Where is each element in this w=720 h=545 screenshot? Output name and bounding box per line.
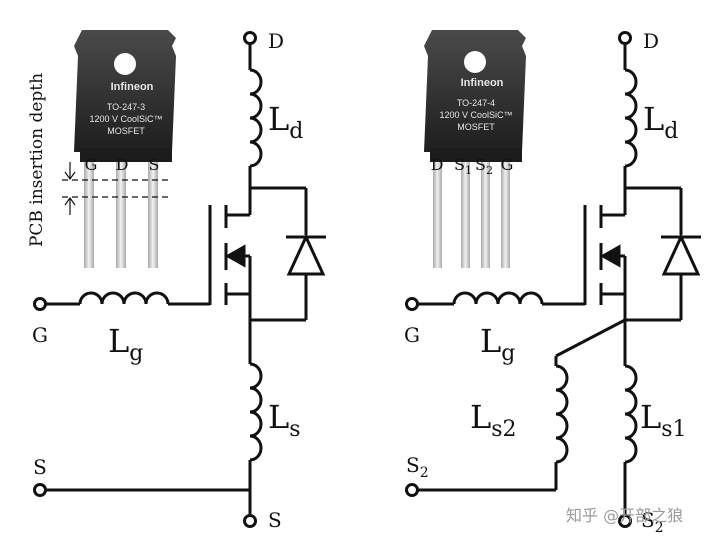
pin-label-d: D <box>116 155 129 174</box>
package-brand: Infineon <box>461 77 504 89</box>
pin-label-g: G <box>501 155 514 174</box>
package-voltage-label: 1200 V CoolSiC™ <box>439 110 512 120</box>
gate-terminal-label: G <box>32 323 48 347</box>
package-type-label: TO-247-3 <box>107 102 145 112</box>
to247-4-circuit: Infineon TO-247-4 1200 V CoolSiC™ MOSFET… <box>404 29 701 536</box>
to247-3-circuit: Infineon TO-247-3 1200 V CoolSiC™ MOSFET… <box>27 29 326 532</box>
drain-inductor <box>624 68 638 168</box>
source-terminal-bottom <box>243 514 257 528</box>
source-inductor-label: Ls <box>268 398 301 442</box>
pin-label-g: G <box>85 155 98 174</box>
package-voltage-label: 1200 V CoolSiC™ <box>89 114 162 124</box>
drain-terminal <box>243 31 257 45</box>
kelvin-source-terminal-label: S2 <box>406 453 429 481</box>
body-diode <box>625 186 701 322</box>
pin-label-s2: S2 <box>475 155 493 177</box>
drain-terminal-label: D <box>268 29 284 53</box>
power-source-inductor <box>624 364 638 464</box>
kelvin-source-terminal <box>405 483 419 497</box>
to247-4-package: Infineon TO-247-4 1200 V CoolSiC™ MOSFET… <box>424 30 526 268</box>
to247-3-package: Infineon TO-247-3 1200 V CoolSiC™ MOSFET… <box>74 30 176 268</box>
package-brand: Infineon <box>111 81 154 93</box>
gate-terminal-label: G <box>404 323 420 347</box>
drain-inductor-label: Ld <box>268 100 303 144</box>
kelvin-source-inductor <box>555 364 569 464</box>
source-terminal-left <box>33 483 47 497</box>
gate-terminal <box>33 297 47 311</box>
source-terminal-left-label: S <box>33 455 47 479</box>
source-terminal-bottom-label: S <box>268 508 282 532</box>
drain-inductor <box>249 68 263 168</box>
drain-inductor-label: Ld <box>643 100 678 144</box>
power-source-terminal-label: S2 <box>641 508 664 536</box>
insertion-depth-marker <box>62 162 168 215</box>
gate-terminal <box>405 297 419 311</box>
insertion-depth-label: PCB insertion depth <box>27 73 47 247</box>
gate-inductor-label: Lg <box>480 322 515 366</box>
body-diode <box>250 186 326 322</box>
pin-label-d: D <box>431 155 444 174</box>
gate-inductor <box>78 291 170 305</box>
pin-label-s: S <box>149 155 160 174</box>
kelvin-source-inductor-label: Ls2 <box>470 398 517 442</box>
drain-terminal-label: D <box>643 29 659 53</box>
power-source-terminal <box>618 514 632 528</box>
mosfet-symbol <box>208 188 252 320</box>
package-device-label: MOSFET <box>107 126 145 136</box>
mosfet-symbol <box>583 188 627 320</box>
power-source-inductor-label: Ls1 <box>640 398 687 442</box>
package-device-label: MOSFET <box>457 122 495 132</box>
package-type-label: TO-247-4 <box>457 98 495 108</box>
watermark-text: 知乎 @开部之狼 <box>566 506 683 525</box>
source-inductor <box>249 362 263 462</box>
pin-label-s1: S1 <box>454 155 472 177</box>
gate-inductor <box>452 291 544 305</box>
drain-terminal <box>618 31 632 45</box>
gate-inductor-label: Lg <box>108 322 143 366</box>
